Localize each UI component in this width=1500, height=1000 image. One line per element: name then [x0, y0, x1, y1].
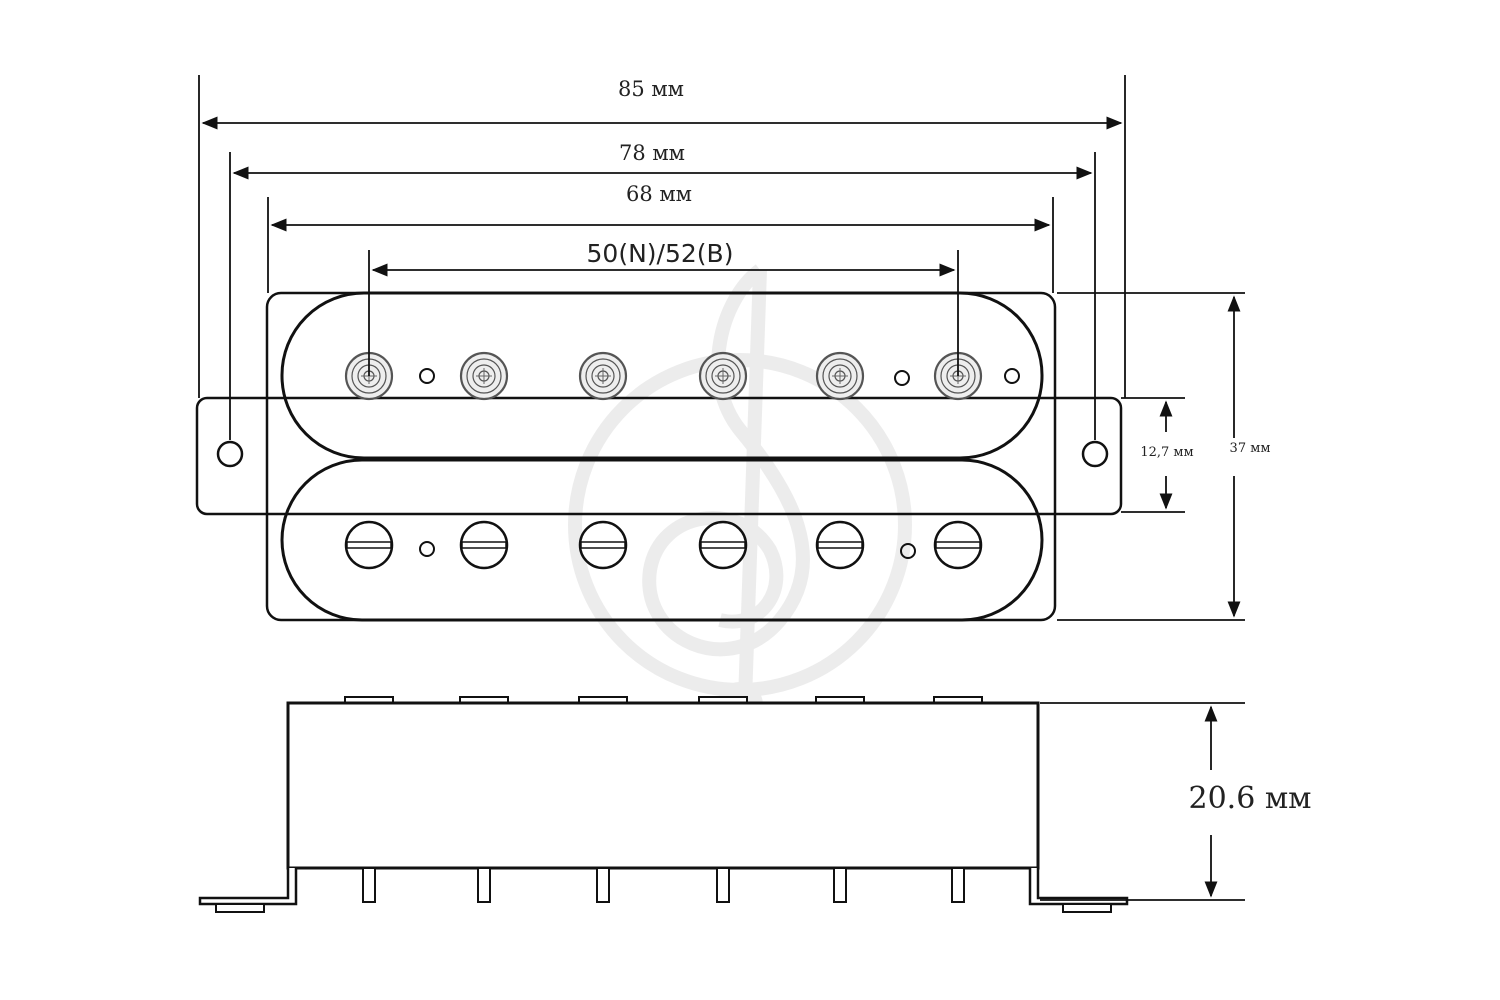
foot-pad-left — [215, 903, 265, 913]
dim-pole-spacing: 50(N)/52(B) — [587, 239, 734, 268]
mount-hole-right — [1081, 440, 1109, 468]
dimension-lines-side — [1057, 292, 1245, 621]
adjust-hole — [419, 541, 435, 557]
bobbin-upper — [280, 291, 1044, 460]
mount-hole-left — [216, 440, 244, 468]
dim-overall-width: 37 мм — [1230, 441, 1271, 456]
pole-leg — [596, 867, 610, 903]
adjustable-pole-piece — [459, 351, 509, 401]
dimension-lines-top — [198, 75, 1126, 440]
adjust-hole — [419, 368, 435, 384]
dim-bobbin-width: 12,7 мм — [1140, 445, 1193, 460]
slot-screw-pole — [698, 520, 748, 570]
pickup-side-view — [198, 696, 1129, 913]
slot-screw-pole — [459, 520, 509, 570]
slot-screw-pole — [933, 520, 983, 570]
adjust-hole — [900, 543, 916, 559]
dim-base-plate-length: 68 мм — [626, 182, 692, 206]
bobbin-lower — [280, 458, 1044, 622]
pole-leg — [951, 867, 965, 903]
slot-screw-pole — [815, 520, 865, 570]
mounting-flange — [195, 396, 1123, 516]
dim-height: 20.6 мм — [1188, 781, 1311, 816]
dim-mount-hole-spacing: 78 мм — [619, 141, 685, 165]
adjust-hole — [894, 370, 910, 386]
pole-leg — [716, 867, 730, 903]
foot-left — [198, 868, 298, 906]
adjustable-pole-piece — [815, 351, 865, 401]
dimension-lines-height — [1040, 702, 1245, 901]
treble-clef-icon — [568, 264, 912, 728]
foot-pad-right — [1062, 903, 1112, 913]
adjustable-pole-piece — [698, 351, 748, 401]
pole-leg — [833, 867, 847, 903]
slot-screw-pole — [578, 520, 628, 570]
pole-leg — [362, 867, 376, 903]
dim-overall-length: 85 мм — [618, 77, 684, 101]
adjust-hole — [1004, 368, 1020, 384]
foot-right — [1028, 868, 1129, 906]
side-body — [286, 701, 1040, 870]
slot-screw-pole — [344, 520, 394, 570]
pole-leg — [477, 867, 491, 903]
adjustable-pole-piece — [578, 351, 628, 401]
pickup-top-view — [195, 291, 1123, 622]
